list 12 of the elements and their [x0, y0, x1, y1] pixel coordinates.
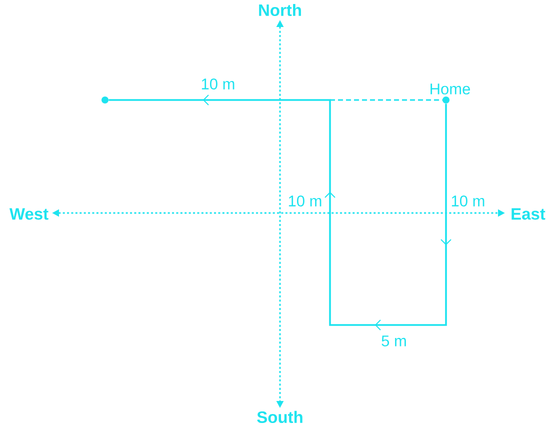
direction-label: East [512, 208, 546, 220]
dashed-line [330, 99, 442, 101]
distance-label: 10 m [202, 78, 234, 90]
direction-label: West [9, 208, 48, 220]
route-line [108, 94, 452, 330]
direction-label: South [257, 410, 302, 424]
distance-label: 10 m [452, 196, 484, 206]
place-label: Home [430, 84, 470, 94]
direction-label: North [259, 4, 301, 16]
distance-label: 10 m [288, 196, 322, 206]
dot [102, 96, 108, 104]
distance-label: 5 m [382, 336, 406, 346]
